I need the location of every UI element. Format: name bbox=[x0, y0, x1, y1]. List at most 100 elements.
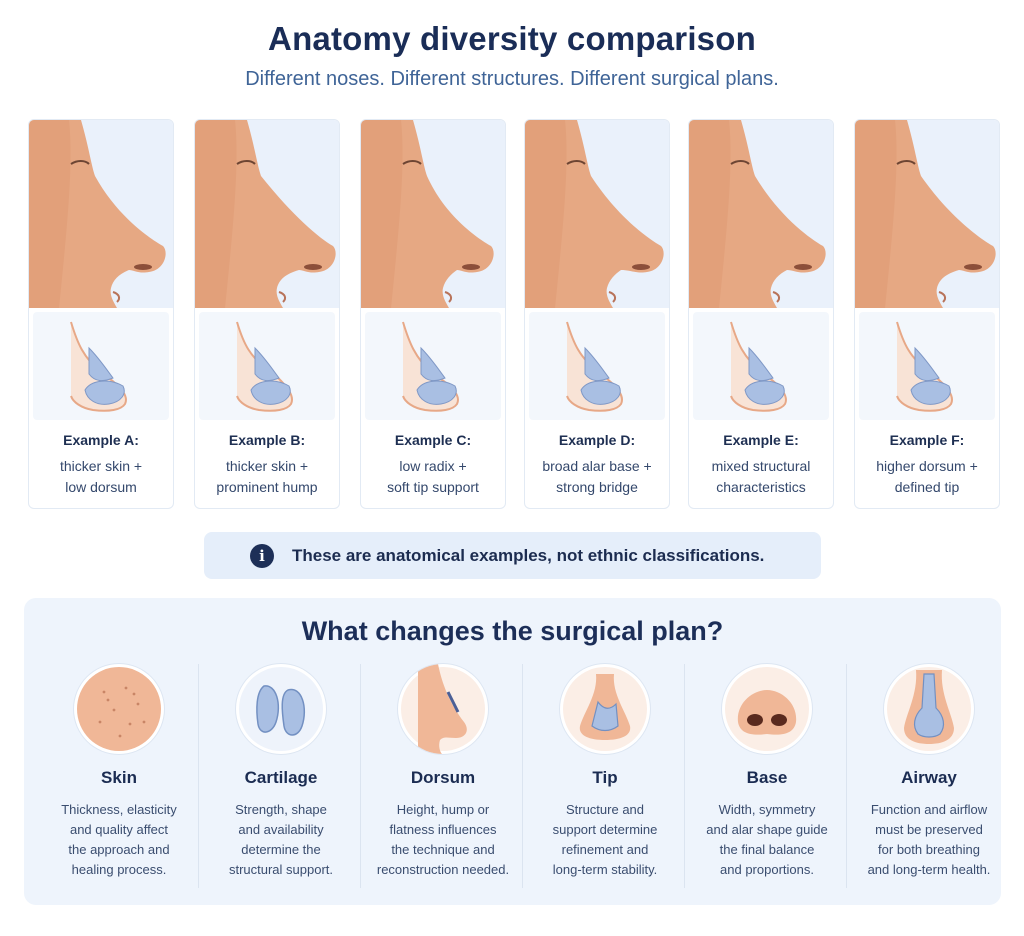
example-card-d: Example D: broad alar base + strong bridge bbox=[524, 119, 670, 509]
nasal-structure-diagram bbox=[529, 312, 665, 420]
factor-description-line: must be preserved bbox=[875, 822, 983, 837]
factor-description-line: Thickness, elasticity bbox=[61, 802, 177, 817]
nasal-structure-diagram bbox=[859, 312, 995, 420]
factor-description-line: long-term stability. bbox=[552, 862, 658, 877]
factor-description-line: structural support. bbox=[228, 862, 334, 877]
factor-divider bbox=[846, 664, 847, 888]
example-description-line: prominent hump bbox=[216, 479, 318, 495]
nose-profile-photo bbox=[361, 120, 505, 308]
nasal-structure-diagram bbox=[199, 312, 335, 420]
factors-title: What changes the surgical plan? bbox=[301, 616, 724, 646]
factor-description-line: and quality affect bbox=[69, 822, 169, 837]
skin-texture-icon bbox=[74, 664, 164, 754]
factor-description-line: and long-term health. bbox=[867, 862, 991, 877]
factor-description-line: Height, hump or bbox=[396, 802, 490, 817]
factor-description-line: healing process. bbox=[71, 862, 167, 877]
factor-description-line: and availability bbox=[238, 822, 324, 837]
nose-profile-photo bbox=[525, 120, 669, 308]
example-description-line: mixed structural bbox=[711, 458, 811, 474]
nasal-structure-diagram bbox=[365, 312, 501, 420]
example-description-line: soft tip support bbox=[387, 479, 479, 495]
factor-name: Base bbox=[746, 768, 788, 787]
factor-name: Cartilage bbox=[244, 768, 318, 787]
example-cards: Example A: thicker skin + low dorsum Examp… bbox=[0, 119, 1024, 511]
example-card-f: Example F: higher dorsum + defined tip bbox=[854, 119, 1000, 509]
nasal-base-icon bbox=[722, 664, 812, 754]
example-description-line: higher dorsum + bbox=[876, 458, 978, 474]
disclaimer-notice: i These are anatomical examples, not eth… bbox=[204, 532, 821, 579]
example-card-e: Example E: mixed structural characteristic… bbox=[688, 119, 834, 509]
example-label: Example A: bbox=[63, 432, 139, 448]
factor-description-line: for both breathing bbox=[878, 842, 980, 857]
example-description: mixed structural characteristics bbox=[689, 456, 833, 498]
nose-profile-photo bbox=[689, 120, 833, 308]
cartilage-icon bbox=[236, 664, 326, 754]
factor-name: Dorsum bbox=[410, 768, 476, 787]
example-description: thicker skin + low dorsum bbox=[29, 456, 173, 498]
nose-profile-photo bbox=[855, 120, 999, 308]
factor-description-line: the technique and bbox=[391, 842, 495, 857]
nose-profile-photo bbox=[195, 120, 339, 308]
factor-description-line: the approach and bbox=[68, 842, 170, 857]
example-description-line: defined tip bbox=[894, 479, 960, 495]
factor-description: Structure and support determine refinement… bbox=[524, 800, 686, 880]
nasal-tip-icon bbox=[560, 664, 650, 754]
example-description: broad alar base + strong bridge bbox=[525, 456, 669, 498]
example-card-c: Example C: low radix + soft tip support bbox=[360, 119, 506, 509]
factor-name: Airway bbox=[901, 768, 957, 787]
example-description-line: low radix + bbox=[399, 458, 467, 474]
factor-description-line: flatness influences bbox=[389, 822, 497, 837]
page-title: Anatomy diversity comparison bbox=[268, 20, 756, 57]
factor-description-line: reconstruction needed. bbox=[376, 862, 510, 877]
page-subtitle: Different noses. Different structures. D… bbox=[245, 68, 779, 90]
example-description-line: low dorsum bbox=[65, 479, 137, 495]
factor-description: Thickness, elasticity and quality affect t… bbox=[38, 800, 200, 880]
nose-profile-photo bbox=[29, 120, 173, 308]
example-label: Example F: bbox=[889, 432, 965, 448]
factor-name: Tip bbox=[592, 768, 618, 787]
example-description: low radix + soft tip support bbox=[361, 456, 505, 498]
factor-divider bbox=[522, 664, 523, 888]
airway-icon bbox=[884, 664, 974, 754]
factor-description-line: determine the bbox=[241, 842, 321, 857]
example-description: thicker skin + prominent hump bbox=[195, 456, 339, 498]
info-icon: i bbox=[250, 543, 274, 568]
factor-description-line: and alar shape guide bbox=[706, 822, 828, 837]
example-description-line: broad alar base + bbox=[542, 458, 652, 474]
factor-divider bbox=[360, 664, 361, 888]
example-label: Example B: bbox=[228, 432, 306, 448]
factor-description-line: support determine bbox=[552, 822, 658, 837]
factor-description: Strength, shape and availability determine… bbox=[200, 800, 362, 880]
example-label: Example C: bbox=[394, 432, 472, 448]
example-card-b: Example B: thicker skin + prominent hump bbox=[194, 119, 340, 509]
factor-name: Skin bbox=[101, 768, 137, 787]
nasal-structure-diagram bbox=[693, 312, 829, 420]
example-description-line: thicker skin + bbox=[225, 458, 309, 474]
example-description-line: strong bridge bbox=[556, 479, 638, 495]
example-description: higher dorsum + defined tip bbox=[855, 456, 999, 498]
example-description-line: thicker skin + bbox=[59, 458, 143, 474]
factor-description-line: Function and airflow bbox=[870, 802, 988, 817]
factor-description-line: Width, symmetry bbox=[718, 802, 816, 817]
factor-description-line: refinement and bbox=[561, 842, 649, 857]
factor-description-line: and proportions. bbox=[720, 862, 814, 877]
example-label: Example E: bbox=[723, 432, 799, 448]
factor-description-line: Strength, shape bbox=[235, 802, 327, 817]
factor-description: Function and airflow must be preserved for… bbox=[848, 800, 1010, 880]
example-description-line: characteristics bbox=[716, 479, 806, 495]
example-label: Example D: bbox=[558, 432, 636, 448]
example-card-a: Example A: thicker skin + low dorsum bbox=[28, 119, 174, 509]
dorsum-profile-icon bbox=[398, 664, 488, 754]
notice-text: These are anatomical examples, not ethni… bbox=[292, 545, 765, 565]
factor-description: Height, hump or flatness influences the te… bbox=[362, 800, 524, 880]
nasal-structure-diagram bbox=[33, 312, 169, 420]
factor-description-line: Structure and bbox=[565, 802, 645, 817]
